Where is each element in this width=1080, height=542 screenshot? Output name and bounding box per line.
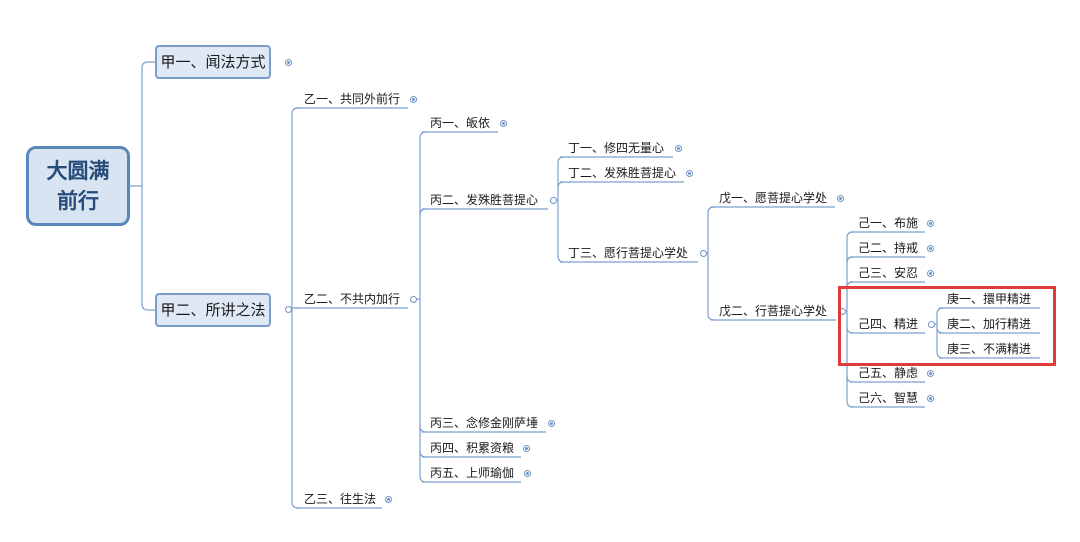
collapse-toggle-icon[interactable] xyxy=(410,296,417,303)
collapse-toggle-icon[interactable] xyxy=(928,321,935,328)
collapse-toggle-icon[interactable] xyxy=(548,420,555,427)
node-bing2[interactable]: 丙二、发殊胜菩提心 xyxy=(430,193,539,207)
connector-line xyxy=(291,107,300,115)
connector-line xyxy=(846,400,854,408)
collapse-toggle-icon[interactable] xyxy=(686,170,693,177)
connector-line xyxy=(557,156,565,164)
collapse-toggle-icon[interactable] xyxy=(927,270,934,277)
node-ding1[interactable]: 丁一、修四无量心 xyxy=(568,141,665,155)
collapse-toggle-icon[interactable] xyxy=(550,197,557,204)
node-ji2[interactable]: 己二、持戒 xyxy=(858,241,919,255)
node-bing5[interactable]: 丙五、上师瑜伽 xyxy=(430,466,515,480)
node-ji6[interactable]: 己六、智慧 xyxy=(858,391,919,405)
node-ding2[interactable]: 丁二、发殊胜菩提心 xyxy=(568,166,677,180)
collapse-toggle-icon[interactable] xyxy=(285,306,292,313)
node-wu1[interactable]: 戊一、愿菩提心学处 xyxy=(719,191,828,205)
collapse-toggle-icon[interactable] xyxy=(927,395,934,402)
connector-line xyxy=(707,206,715,214)
connector-line xyxy=(419,208,427,216)
collapse-toggle-icon[interactable] xyxy=(410,96,417,103)
collapse-toggle-icon[interactable] xyxy=(927,370,934,377)
collapse-toggle-icon[interactable] xyxy=(675,145,682,152)
node-bing3[interactable]: 丙三、念修金刚萨埵 xyxy=(430,416,539,430)
connector-line xyxy=(141,303,155,311)
connector-line xyxy=(557,181,565,189)
node-ji3[interactable]: 己三、安忍 xyxy=(858,266,919,280)
collapse-toggle-icon[interactable] xyxy=(523,445,530,452)
node-yi1[interactable]: 乙一、共同外前行 xyxy=(304,92,401,106)
node-ji5[interactable]: 己五、静虑 xyxy=(858,366,919,380)
node-geng1[interactable]: 庚一、擐甲精进 xyxy=(947,292,1032,306)
node-jia1[interactable]: 甲一、闻法方式 xyxy=(155,45,271,79)
connector-line xyxy=(419,131,427,139)
connector-line xyxy=(846,231,854,239)
collapse-toggle-icon[interactable] xyxy=(927,245,934,252)
collapse-toggle-icon[interactable] xyxy=(837,195,844,202)
collapse-toggle-icon[interactable] xyxy=(927,220,934,227)
node-yi2[interactable]: 乙二、不共内加行 xyxy=(304,292,401,306)
connector-line xyxy=(291,501,300,509)
collapse-toggle-icon[interactable] xyxy=(524,470,531,477)
collapse-toggle-icon[interactable] xyxy=(385,496,392,503)
node-jia2[interactable]: 甲二、所讲之法 xyxy=(155,293,271,327)
connector-line xyxy=(141,61,155,69)
highlight-box xyxy=(838,286,1056,366)
node-bing4[interactable]: 丙四、积累资粮 xyxy=(430,441,515,455)
node-ding3[interactable]: 丁三、愿行菩提心学处 xyxy=(568,246,689,260)
node-ji4[interactable]: 己四、精进 xyxy=(858,317,919,331)
connector-line xyxy=(846,375,854,383)
node-geng3[interactable]: 庚三、不满精进 xyxy=(947,342,1032,356)
collapse-toggle-icon[interactable] xyxy=(500,120,507,127)
connector-line xyxy=(846,256,854,264)
collapse-toggle-icon[interactable] xyxy=(285,59,292,66)
node-wu2[interactable]: 戊二、行菩提心学处 xyxy=(719,304,828,318)
node-bing1[interactable]: 丙一、皈依 xyxy=(430,116,491,130)
node-geng2[interactable]: 庚二、加行精进 xyxy=(947,317,1032,331)
root-label: 大圆满前行 xyxy=(46,159,110,213)
node-yi3[interactable]: 乙三、往生法 xyxy=(304,492,377,506)
node-ji1[interactable]: 己一、布施 xyxy=(858,216,919,230)
collapse-toggle-icon[interactable] xyxy=(700,250,707,257)
root-node[interactable]: 大圆满前行 xyxy=(26,146,130,226)
connector-line xyxy=(707,313,715,321)
